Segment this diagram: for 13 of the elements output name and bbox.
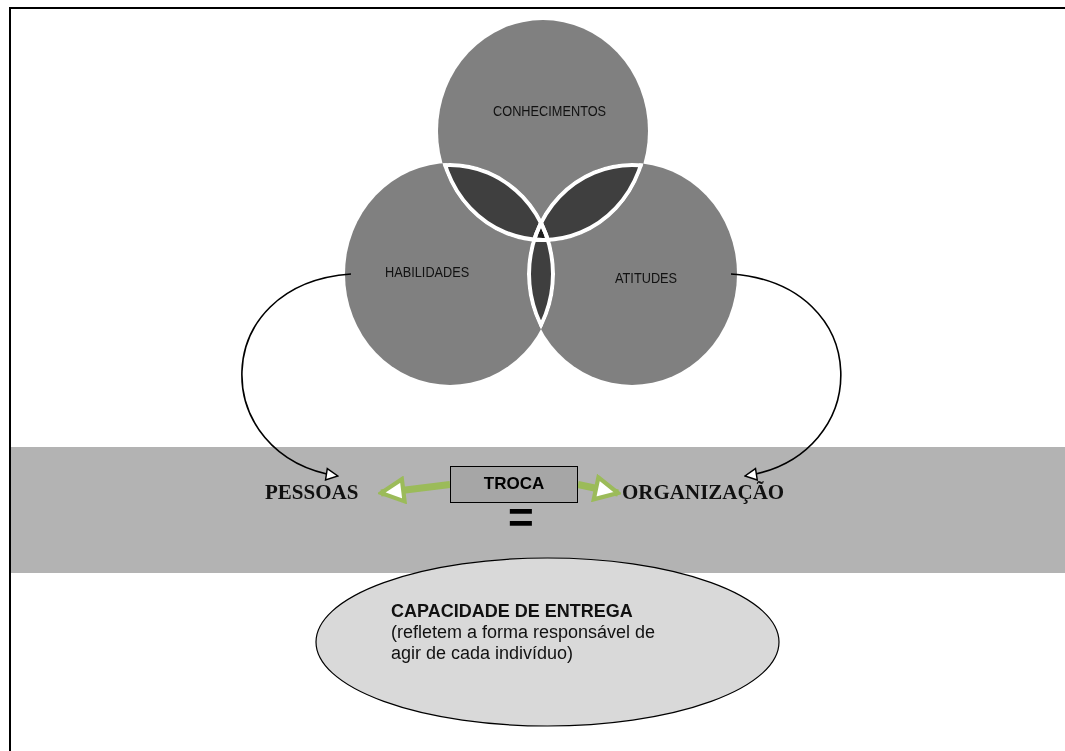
- curved-arrow: [730, 273, 842, 480]
- node-label: ORGANIZAÇÃO: [622, 480, 827, 506]
- circle-label: HABILIDADES: [385, 263, 470, 280]
- node-label: PESSOAS: [265, 480, 377, 506]
- curved-arrow: [241, 273, 352, 480]
- circle-label: ATITUDES: [615, 269, 678, 286]
- ellipse-text: (refletem a forma responsável de agir de cada indivíduo): [391, 622, 657, 664]
- band: [10, 447, 1065, 573]
- double-arrow-half: [577, 475, 621, 502]
- ellipse-heading: CAPACIDADE DE ENTREGA: [391, 601, 634, 622]
- exchange-box: TROCA: [450, 466, 578, 503]
- circle-label: CONHECIMENTOS: [493, 102, 607, 119]
- double-arrow-half: [378, 477, 451, 504]
